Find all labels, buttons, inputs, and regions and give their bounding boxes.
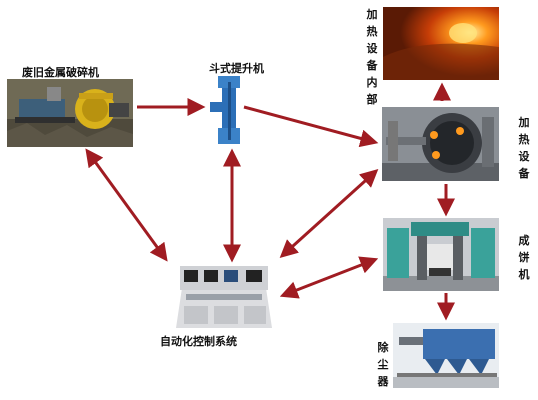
heating-equipment-label: 加热设备 (518, 116, 530, 180)
shredder-image (7, 79, 133, 147)
control-system-label: 自动化控制系统 (160, 335, 237, 348)
dust-collector-image (393, 323, 499, 388)
shredder-label: 废旧金属破碎机 (22, 66, 99, 79)
heating-interior-image (383, 7, 499, 80)
arrow-control-shredder (85, 148, 168, 262)
dust-collector-label: 除尘器 (377, 341, 389, 388)
briquetting-image (383, 218, 499, 291)
control-system-image (176, 266, 272, 328)
bucket-elevator-image (210, 76, 240, 144)
arrow-control-briquetting (279, 256, 379, 299)
briquetting-label: 成饼机 (518, 234, 530, 281)
heating-interior-label: 加热设备内部 (366, 8, 378, 106)
arrow-elevator-to-heating (243, 105, 379, 148)
heating-equipment-image (382, 107, 499, 181)
bucket-elevator-label: 斗式提升机 (209, 62, 264, 75)
arrow-control-heating (279, 168, 379, 259)
